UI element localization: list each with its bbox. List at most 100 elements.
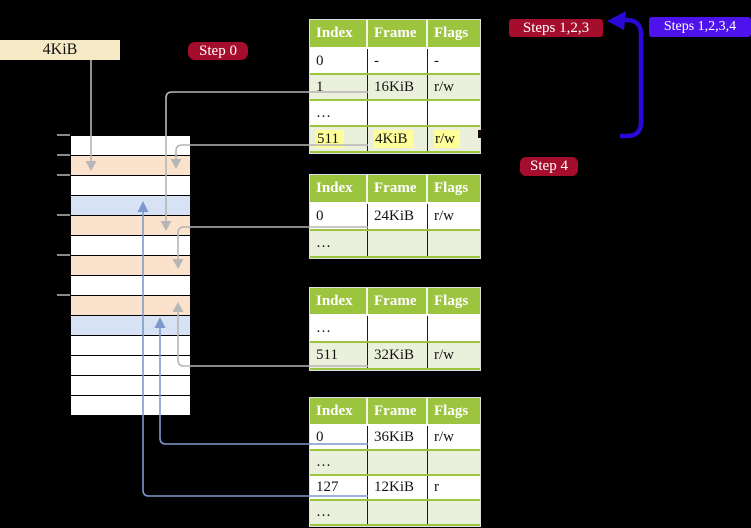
page-table-4-row-2-cell-2: r: [434, 479, 439, 495]
memory-frame-row-4: [71, 196, 190, 216]
page-table-1-row-0-cell-1: -: [368, 49, 428, 73]
page-table-2-header-flags: Flags: [434, 180, 469, 196]
highlighted-value: 4KiB: [374, 130, 413, 148]
page-table-3-row-0-cell-0: …: [310, 316, 368, 341]
page-table-1-row-3-cell-0: 511: [310, 127, 368, 151]
page-table-1-row-2-cell-1: [368, 101, 428, 125]
page-table-1-row-0: 0--: [310, 47, 480, 73]
page-table-1-row-0-cell-2: -: [434, 53, 439, 69]
page-table-2-row-1-cell-2: [428, 231, 480, 256]
memory-frame-row-13: [71, 376, 190, 396]
ruler-tick: [57, 154, 70, 156]
page-table-2-row-1: …: [310, 229, 480, 256]
page-table-2-header-frame: Frame: [368, 175, 428, 202]
table1-right-edge-mark: [478, 130, 481, 138]
memory-frame-row-7: [71, 256, 190, 276]
page-table-4-header-frame: Frame: [368, 398, 428, 424]
page-table-4-row-3: …: [310, 499, 480, 524]
page-table-3-header-flags: Flags: [434, 293, 469, 309]
page-table-3-row-1-cell-1: 32KiB: [368, 343, 428, 368]
memory-frame-row-3: [71, 176, 190, 196]
page-table-3-row-0-cell-2: [428, 316, 480, 341]
page-table-2-row-0-cell-1: 24KiB: [368, 204, 428, 229]
memory-frame-row-5: [71, 216, 190, 236]
page-table-1-row-2-cell-0: …: [310, 101, 368, 125]
memory-frame-row-9: [71, 296, 190, 316]
memory-frame-row-12: [71, 356, 190, 376]
page-table-2-row-1-cell-0: …: [310, 231, 368, 256]
page-table-1-header-frame: Frame: [368, 20, 428, 47]
memory-frame-row-2: [71, 156, 190, 176]
page-table-1-row-3: 511 4KiB r/w: [310, 125, 480, 151]
page-table-4-row-1: …: [310, 449, 480, 474]
memory-frame-row-6: [71, 236, 190, 256]
memory-frame-row-11: [71, 336, 190, 356]
page-table-1-row-3-cell-1: 4KiB: [368, 127, 428, 151]
ruler-tick: [57, 294, 70, 296]
arrow-steps-shortcut: [615, 17, 644, 139]
page-table-4-row-2-cell-1: 12KiB: [368, 476, 428, 499]
page-table-3-row-0-cell-1: [368, 316, 428, 341]
page-table-2-row-0-cell-0: 0: [310, 204, 368, 229]
badge-steps-1-2-3: Steps 1,2,3: [509, 19, 603, 37]
page-table-1-header-index: Index: [310, 20, 368, 47]
memory-frame-row-14: [71, 396, 190, 415]
ruler-tick: [57, 214, 70, 216]
page-table-2-header-index: Index: [310, 175, 368, 202]
page-table-2-row-0-cell-2: r/w: [434, 208, 454, 224]
page-table-1-row-1-cell-1: 16KiB: [368, 75, 428, 99]
badge-step-4: Step 4: [520, 157, 578, 176]
page-table-3-row-0: …: [310, 314, 480, 341]
page-table-4-row-0-cell-0: 0: [310, 426, 368, 449]
page-size-box: 4KiB: [0, 40, 120, 60]
page-table-4-row-1-cell-0: …: [310, 451, 368, 474]
memory-strip: [70, 135, 191, 416]
page-table-1-row-2-cell-2: [428, 101, 480, 125]
page-table-1-row-0-cell-0: 0: [310, 49, 368, 73]
page-table-4-row-1-cell-2: [428, 451, 480, 474]
memory-frame-row-10: [71, 316, 190, 336]
ruler-tick: [57, 174, 70, 176]
page-table-3-header-frame: Frame: [368, 288, 428, 314]
page-table-1-row-2: …: [310, 99, 480, 125]
badge-step-0: Step 0: [188, 42, 248, 60]
page-table-3-header-index: Index: [310, 288, 368, 314]
page-table-4-row-2-cell-0: 127: [310, 476, 368, 499]
page-table-4-row-3-cell-0: …: [310, 501, 368, 524]
memory-frame-row-8: [71, 276, 190, 296]
ruler-tick: [57, 254, 70, 256]
ruler-tick: [57, 134, 70, 136]
page-table-4-row-1-cell-1: [368, 451, 428, 474]
page-table-4-header-flags: Flags: [434, 403, 469, 419]
page-table-4-header-index: Index: [310, 398, 368, 424]
page-table-3-row-1-cell-0: 511: [310, 343, 368, 368]
memory-frame-row-1: [71, 136, 190, 156]
page-table-3-row-1-cell-2: r/w: [434, 347, 454, 363]
page-table-4-row-3-cell-2: [428, 501, 480, 524]
page-table-1-row-1-cell-2: r/w: [434, 79, 454, 95]
page-table-4-row-0-cell-2: r/w: [434, 429, 454, 445]
page-table-1-header-flags: Flags: [434, 25, 469, 41]
arrow-steps-shortcut-head: [607, 11, 626, 30]
page-table-1-row-3-cell-2: r/w: [428, 127, 480, 151]
page-table-2-row-1-cell-1: [368, 231, 428, 256]
highlighted-value: 511: [316, 130, 344, 148]
highlighted-value: r/w: [434, 130, 460, 148]
page-table-1-row-1-cell-0: 1: [310, 75, 368, 99]
page-table-4-row-3-cell-1: [368, 501, 428, 524]
page-table-4-row-0-cell-1: 36KiB: [368, 426, 428, 449]
badge-steps-1-2-3-4: Steps 1,2,3,4: [649, 17, 751, 37]
